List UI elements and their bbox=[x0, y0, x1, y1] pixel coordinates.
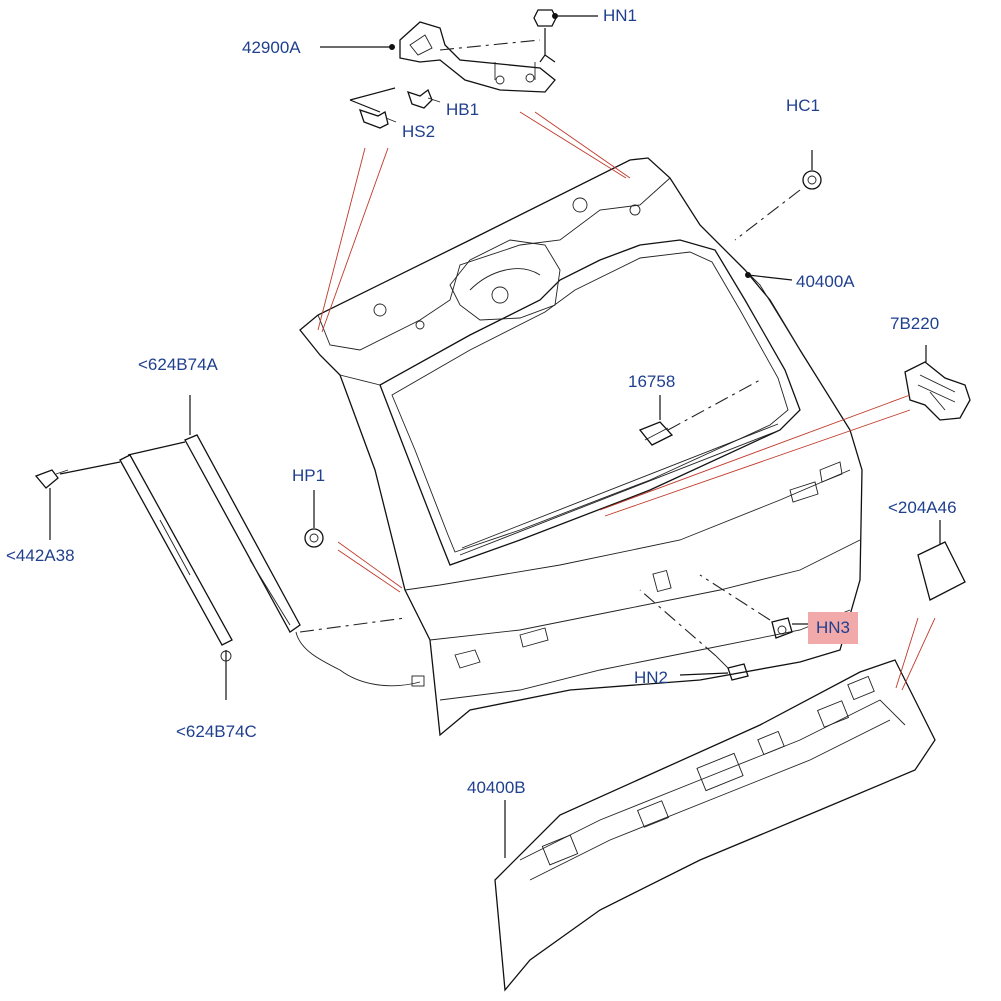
callout-hb1: HB1 bbox=[446, 100, 480, 119]
pad-204a46 bbox=[917, 520, 966, 601]
callout-16758: 16758 bbox=[628, 372, 676, 391]
reference-lines bbox=[317, 111, 936, 691]
callout-40400a: 40400A bbox=[796, 272, 855, 291]
tailgate-panel bbox=[299, 157, 863, 737]
gas-struts bbox=[119, 395, 425, 700]
callout-42900a: 42900A bbox=[242, 38, 301, 57]
callout-40400b: 40400B bbox=[467, 778, 526, 797]
callout-hn2: HN2 bbox=[634, 668, 669, 687]
callout-hn3: HN3 bbox=[808, 612, 859, 644]
bolt-hb1 bbox=[406, 88, 441, 109]
callout-hs2: HS2 bbox=[402, 122, 436, 141]
lower-trim-panel bbox=[494, 659, 936, 992]
callout-hc1: HC1 bbox=[786, 96, 821, 115]
hinge-assembly bbox=[399, 21, 556, 93]
clip-hc1 bbox=[734, 150, 822, 241]
callout-442a38: <442A38 bbox=[6, 546, 75, 565]
callout-204a46: <204A46 bbox=[888, 498, 957, 517]
nut-hn3 bbox=[699, 574, 808, 639]
nut-hn1 bbox=[533, 9, 557, 63]
callout-624b74a: <624B74A bbox=[138, 355, 218, 374]
callout-hn1: HN1 bbox=[603, 6, 638, 25]
bumper-16758 bbox=[638, 379, 761, 446]
bracket-7b220 bbox=[904, 345, 971, 421]
callout-624b74c: <624B74C bbox=[176, 722, 257, 741]
leader-lines bbox=[320, 13, 793, 281]
callout-7b220: 7B220 bbox=[890, 314, 940, 333]
callout-hp1: HP1 bbox=[292, 466, 326, 485]
nut-hn2 bbox=[639, 589, 749, 681]
ballstud-442a38 bbox=[34, 461, 121, 540]
plug-hp1 bbox=[304, 490, 324, 548]
screw-hs2 bbox=[349, 87, 397, 129]
